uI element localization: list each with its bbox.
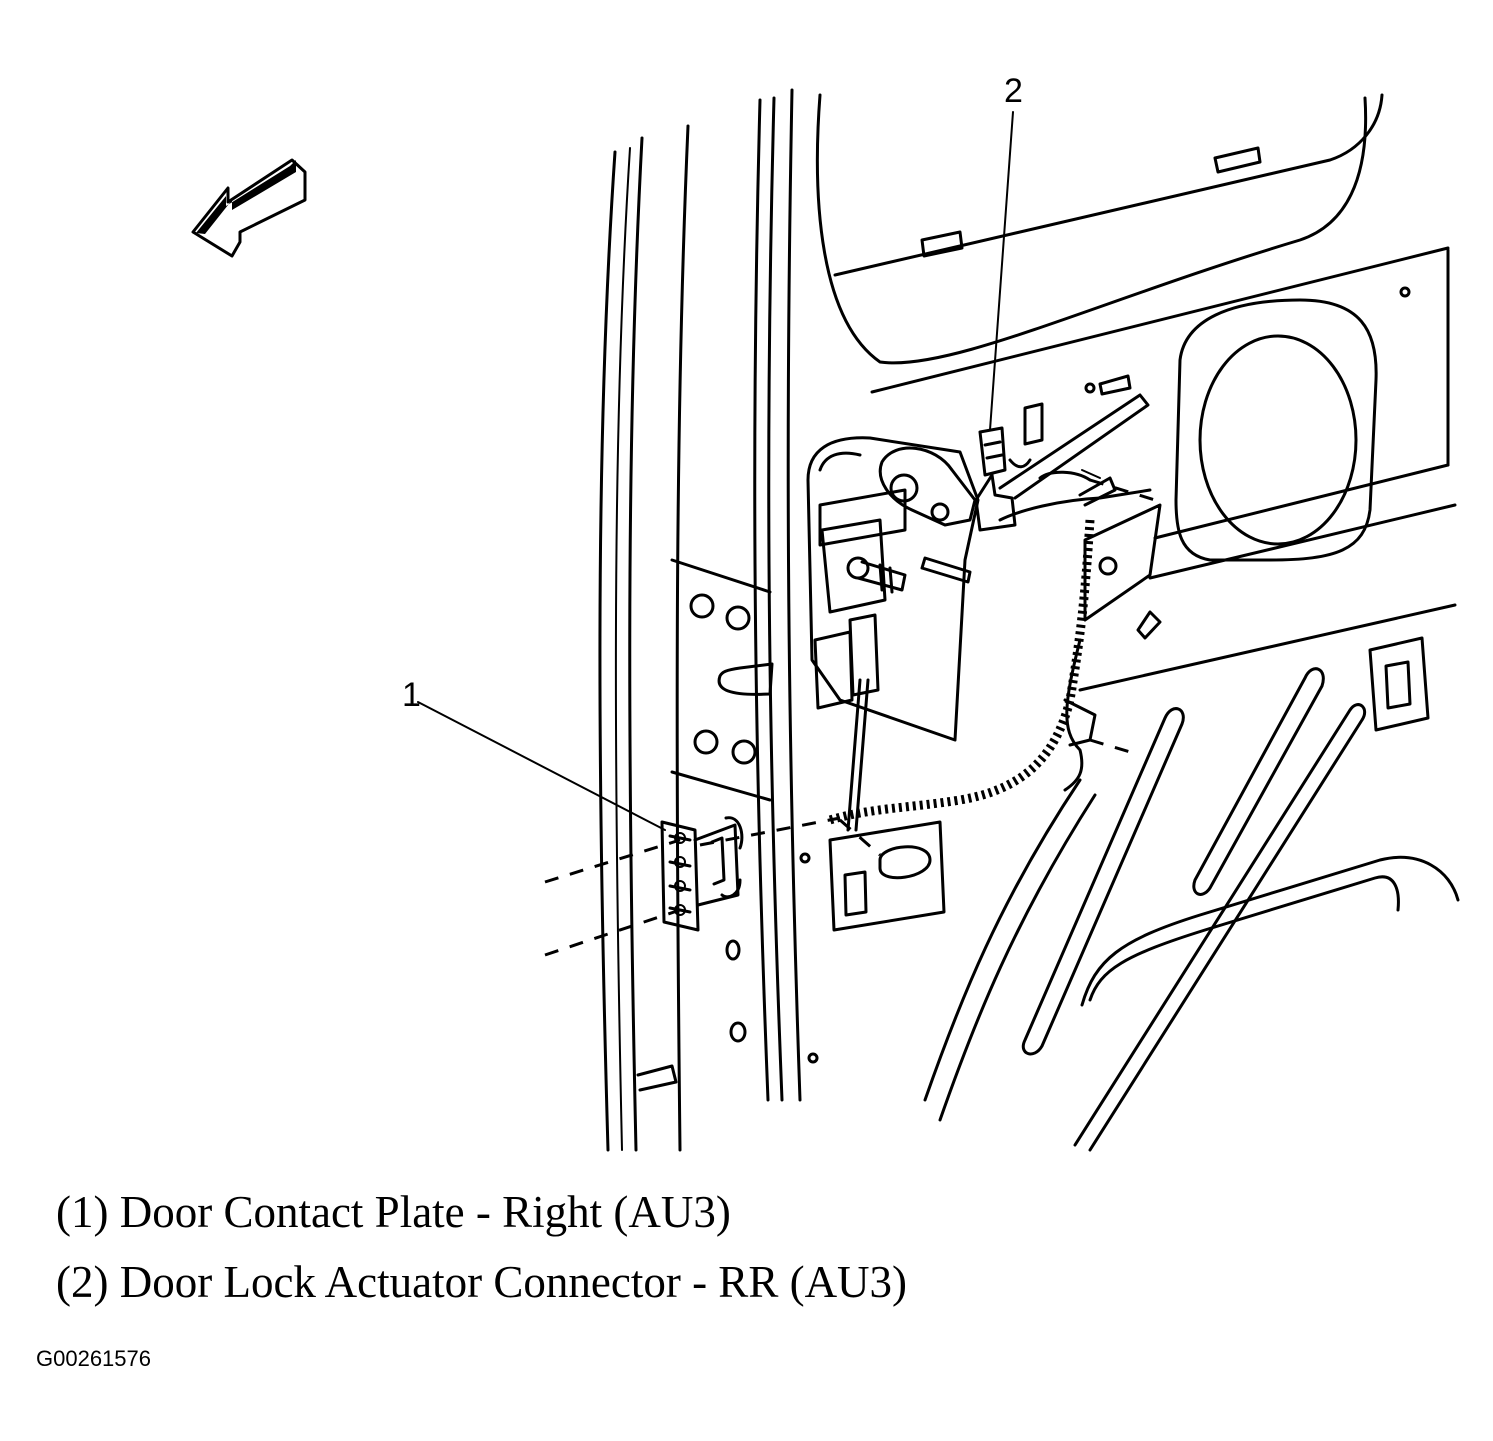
door-panel-lower	[923, 636, 1460, 1152]
door-contact-plate	[660, 816, 819, 1064]
pillar-bolts	[689, 593, 774, 765]
figure-id: G00261576	[36, 1346, 151, 1371]
door-latch-assembly	[806, 436, 980, 742]
pillar	[598, 88, 802, 1152]
legend-item-door-lock-actuator-connector: (2) Door Lock Actuator Connector - RR (A…	[56, 1257, 908, 1307]
legend-item-door-contact-plate: (1) Door Contact Plate - Right (AU3)	[56, 1187, 731, 1237]
actuator-rods	[998, 393, 1162, 622]
door-panel-upper	[815, 93, 1450, 467]
callout-2-number: 2	[1004, 72, 1023, 110]
callout-2-leader	[989, 111, 1014, 431]
callout-1-number: 1	[402, 676, 421, 714]
wire-harness	[828, 519, 1097, 832]
speaker-opening	[1174, 286, 1411, 562]
callout-1-leader	[417, 701, 666, 831]
actuator-connector	[974, 426, 1032, 532]
door-panel-inner	[1023, 374, 1457, 692]
installation-dashed-lines	[544, 478, 1156, 957]
wire-grommet-bracket	[799, 820, 946, 932]
front-direction-arrow-icon	[191, 158, 307, 258]
